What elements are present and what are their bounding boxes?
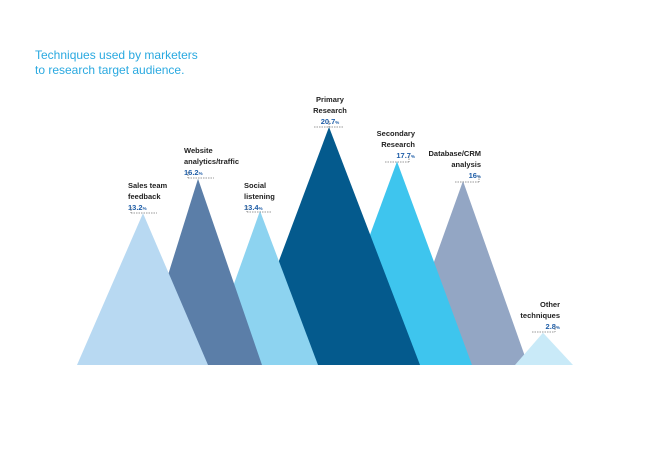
value-label: 16.2% — [184, 168, 203, 177]
category-label: Social — [244, 181, 266, 190]
chart-title-line-1: Techniques used by marketers — [35, 48, 198, 62]
triangle-sales-team-feedback — [77, 213, 208, 365]
category-label: Website — [184, 146, 213, 155]
value-label: 20.7% — [321, 117, 340, 126]
value-label: 17.7% — [396, 151, 415, 160]
category-label: Research — [381, 140, 415, 149]
category-label: Other — [540, 300, 560, 309]
category-label: Research — [313, 106, 347, 115]
value-label: 13.4% — [244, 203, 263, 212]
category-label: Secondary — [377, 129, 416, 138]
category-label: techniques — [520, 311, 560, 320]
chart-title-line-2: to research target audience. — [35, 63, 185, 77]
category-label: Sales team — [128, 181, 168, 190]
category-label: analytics/traffic — [184, 157, 239, 166]
category-label: feedback — [128, 192, 161, 201]
chart-title: Techniques used by marketers to research… — [35, 48, 198, 78]
value-label: 13.2% — [128, 203, 147, 212]
category-label: Primary — [316, 95, 345, 104]
value-label: 2.8% — [546, 322, 560, 331]
triangle-other-techniques — [515, 332, 573, 365]
category-label: Database/CRM — [428, 149, 481, 158]
category-label: listening — [244, 192, 275, 201]
category-label: analysis — [451, 160, 481, 169]
